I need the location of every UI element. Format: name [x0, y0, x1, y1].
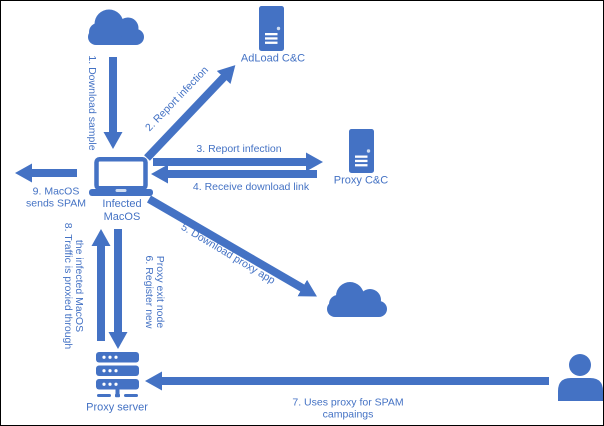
edge-label-1-download-sample: 1. Download sample: [86, 55, 98, 151]
adload-cc-label: AdLoad C&C: [240, 52, 306, 65]
cloud-icon: [88, 9, 144, 45]
person-icon: [558, 354, 603, 401]
edge-label-4-receive-download-link: 4. Receive download link: [192, 181, 310, 193]
server-icon: [259, 6, 284, 51]
edge-label-9-sends-spam: 9. MacOS sends SPAM: [26, 185, 86, 209]
edge-label-3-report-infection: 3. Report infection: [196, 143, 282, 155]
laptop-icon: [89, 157, 153, 196]
edge-label-6-register-exit-node: 6. Register new Proxy exit node: [143, 255, 166, 329]
proxy-server-label: Proxy server: [86, 401, 148, 414]
infected-macos-label: Infected MacOS: [102, 198, 142, 223]
server-rack-icon: [96, 352, 139, 398]
server-icon: [349, 129, 374, 173]
edge-label-8-traffic-proxied: 8. Traffic is proxied through the infect…: [62, 222, 85, 350]
edge-label-7-uses-proxy: 7. Uses proxy for SPAM campaings: [292, 396, 404, 420]
cloud-icon: [327, 282, 387, 317]
arrow-2-report-infection-adload: [144, 65, 236, 161]
proxy-cc-label: Proxy C&C: [333, 174, 389, 187]
arrow-5-download-proxy-app: [146, 195, 317, 297]
